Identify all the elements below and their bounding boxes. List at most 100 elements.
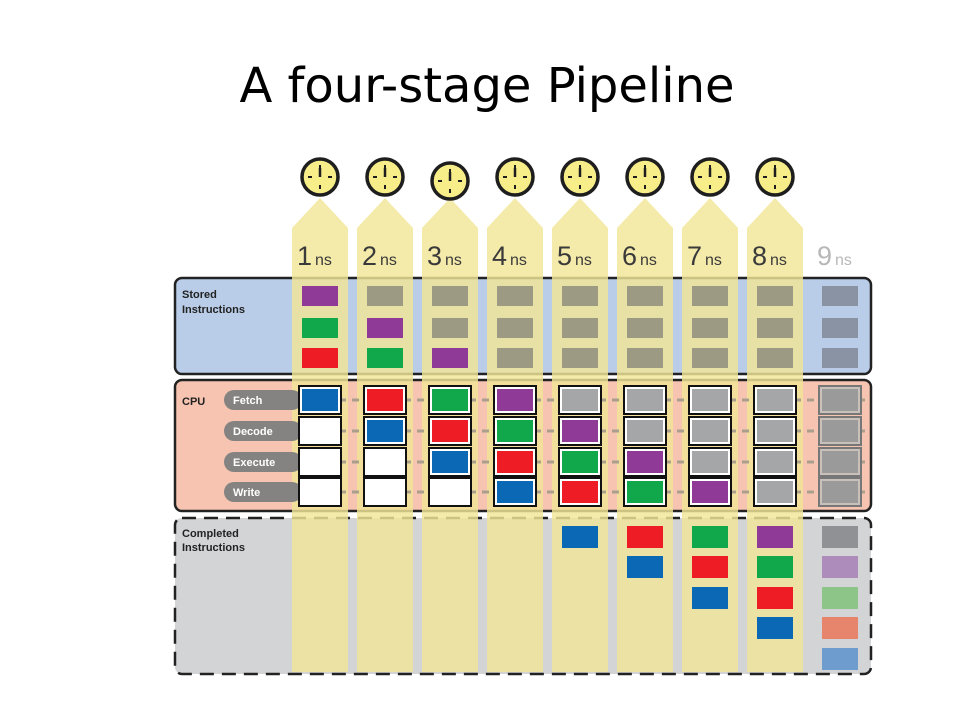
- slide-title: A four-stage Pipeline: [239, 58, 735, 114]
- stored-instruction-box: [302, 318, 338, 338]
- cpu-stage-box: [822, 389, 858, 411]
- stored-instruction-box: [562, 286, 598, 306]
- cpu-stage-box: [627, 420, 663, 442]
- cpu-stage-box: [692, 451, 728, 473]
- stored-instruction-box: [432, 286, 468, 306]
- completed-instruction-box: [692, 556, 728, 578]
- stored-instruction-box: [822, 348, 858, 368]
- stage-pill: [224, 482, 302, 502]
- cpu-stage-box: [627, 389, 663, 411]
- stored-instruction-box: [757, 348, 793, 368]
- cpu-stage-box: [562, 389, 598, 411]
- cpu-stage-box: [497, 481, 533, 503]
- cpu-stage-box: [562, 451, 598, 473]
- stage-label-decode: Decode: [233, 426, 273, 438]
- stored-instruction-box: [432, 318, 468, 338]
- time-number: 1: [297, 241, 312, 271]
- stage-pill: [224, 452, 302, 472]
- beam-pointer: [617, 198, 673, 228]
- cpu-stage-box: [367, 481, 403, 503]
- stored-instruction-box: [497, 348, 533, 368]
- completed-instruction-box: [692, 587, 728, 609]
- cpu-stage-box: [692, 389, 728, 411]
- cpu-label: CPU: [182, 396, 205, 408]
- cpu-stage-box: [432, 420, 468, 442]
- stored-instruction-box: [562, 348, 598, 368]
- stage-pill: [224, 390, 302, 410]
- time-number: 4: [492, 241, 507, 271]
- beam-pointer: [487, 198, 543, 228]
- stored-label-line1: Stored: [182, 289, 217, 301]
- beam-pointer: [357, 198, 413, 228]
- cpu-stage-box: [497, 389, 533, 411]
- time-unit: ns: [445, 252, 462, 269]
- cpu-stage-box: [302, 420, 338, 442]
- completed-instruction-box: [822, 617, 858, 639]
- stored-instruction-box: [692, 348, 728, 368]
- cpu-stage-box: [627, 481, 663, 503]
- stored-instruction-box: [302, 286, 338, 306]
- stored-instruction-box: [822, 318, 858, 338]
- completed-instruction-box: [692, 526, 728, 548]
- stage-label-fetch: Fetch: [233, 395, 263, 407]
- time-unit: ns: [315, 252, 332, 269]
- time-number: 3: [427, 241, 442, 271]
- cpu-stage-box: [497, 451, 533, 473]
- cpu-stage-box: [822, 481, 858, 503]
- cpu-stage-box: [822, 420, 858, 442]
- completed-instruction-box: [822, 648, 858, 670]
- stage-label-execute: Execute: [233, 457, 275, 469]
- time-unit: ns: [835, 252, 852, 269]
- stored-label-line2: Instructions: [182, 304, 245, 316]
- cpu-stage-box: [562, 420, 598, 442]
- stored-instruction-box: [692, 286, 728, 306]
- completed-instruction-box: [757, 526, 793, 548]
- cpu-stage-box: [367, 389, 403, 411]
- cpu-stage-box: [302, 481, 338, 503]
- stored-instruction-box: [627, 348, 663, 368]
- beam-pointer: [422, 198, 478, 228]
- stored-instruction-box: [692, 318, 728, 338]
- completed-instruction-box: [822, 587, 858, 609]
- cpu-stage-box: [562, 481, 598, 503]
- stored-instruction-box: [497, 318, 533, 338]
- beam-pointer: [682, 198, 738, 228]
- cpu-stage-box: [497, 420, 533, 442]
- stored-instruction-box: [367, 348, 403, 368]
- time-number: 8: [752, 241, 767, 271]
- stored-instruction-box: [627, 318, 663, 338]
- completed-instruction-box: [757, 556, 793, 578]
- cpu-stage-box: [692, 420, 728, 442]
- cpu-stage-box: [432, 389, 468, 411]
- time-unit: ns: [770, 252, 787, 269]
- time-number: 2: [362, 241, 377, 271]
- completed-label-line1: Completed: [182, 528, 239, 540]
- cpu-stage-box: [302, 451, 338, 473]
- stage-label-write: Write: [233, 487, 260, 499]
- stored-instruction-box: [757, 318, 793, 338]
- completed-instruction-box: [757, 587, 793, 609]
- stored-instruction-box: [367, 286, 403, 306]
- cpu-stage-box: [367, 451, 403, 473]
- beam-pointer: [552, 198, 608, 228]
- time-number: 6: [622, 241, 637, 271]
- time-unit: ns: [510, 252, 527, 269]
- stored-instruction-box: [627, 286, 663, 306]
- time-unit: ns: [640, 252, 657, 269]
- cpu-stage-box: [627, 451, 663, 473]
- stored-instruction-box: [497, 286, 533, 306]
- completed-instruction-box: [822, 526, 858, 548]
- stored-instruction-box: [367, 318, 403, 338]
- completed-instruction-box: [627, 556, 663, 578]
- cpu-stage-box: [757, 420, 793, 442]
- cpu-stage-box: [757, 481, 793, 503]
- cpu-stage-box: [302, 389, 338, 411]
